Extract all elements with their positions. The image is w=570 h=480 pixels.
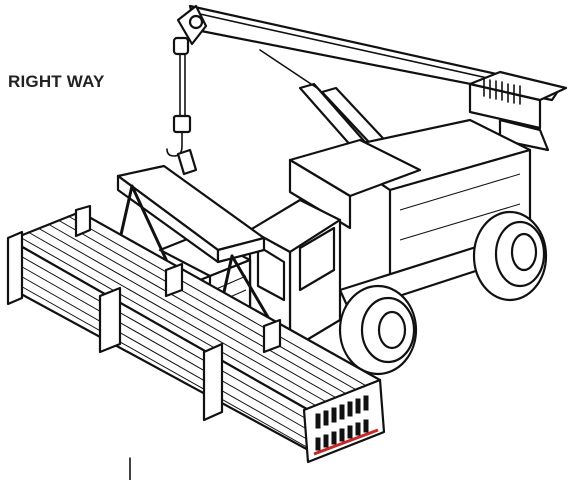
hook-icon	[166, 36, 192, 157]
caption-right-way: RIGHT WAY	[8, 72, 105, 91]
truck-wheels	[338, 210, 548, 376]
spreader-bar-icon	[116, 148, 266, 264]
winch-drum	[468, 70, 568, 152]
pipe-bundle-icon	[6, 204, 386, 464]
